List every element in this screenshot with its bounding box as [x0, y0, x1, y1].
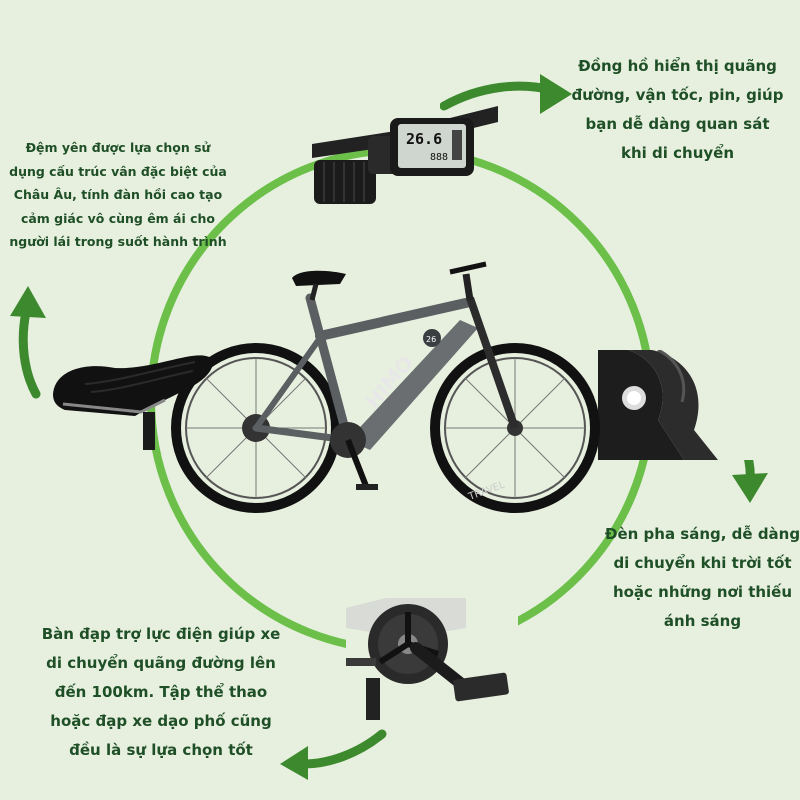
headlight-photo	[598, 350, 800, 460]
arrow-top-right-icon	[440, 74, 572, 114]
saddle-photo	[45, 340, 220, 450]
arrow-left-up-icon	[10, 286, 46, 399]
handlebar-display-photo: 26.6 888	[312, 100, 498, 210]
electric-bike-photo: TRAVEL HIMO 26	[170, 250, 610, 525]
display-caption: Đồng hồ hiển thị quãng đường, vận tốc, p…	[571, 57, 784, 162]
pedal-caption: Bàn đạp trợ lực điện giúp xe di chuyển q…	[41, 625, 281, 759]
headlight-caption: Đèn pha sáng, dễ dàng di chuyển khi trời…	[604, 525, 800, 630]
arrow-bottom-left-icon	[280, 729, 387, 780]
display-odometer: 888	[430, 152, 448, 163]
seat-caption: Đệm yên được lựa chọn sử dụng cấu trúc v…	[9, 140, 227, 249]
display-speed: 26.6	[406, 130, 442, 148]
pedal-crank-photo	[346, 598, 518, 720]
frame-badge: 26	[426, 335, 436, 344]
